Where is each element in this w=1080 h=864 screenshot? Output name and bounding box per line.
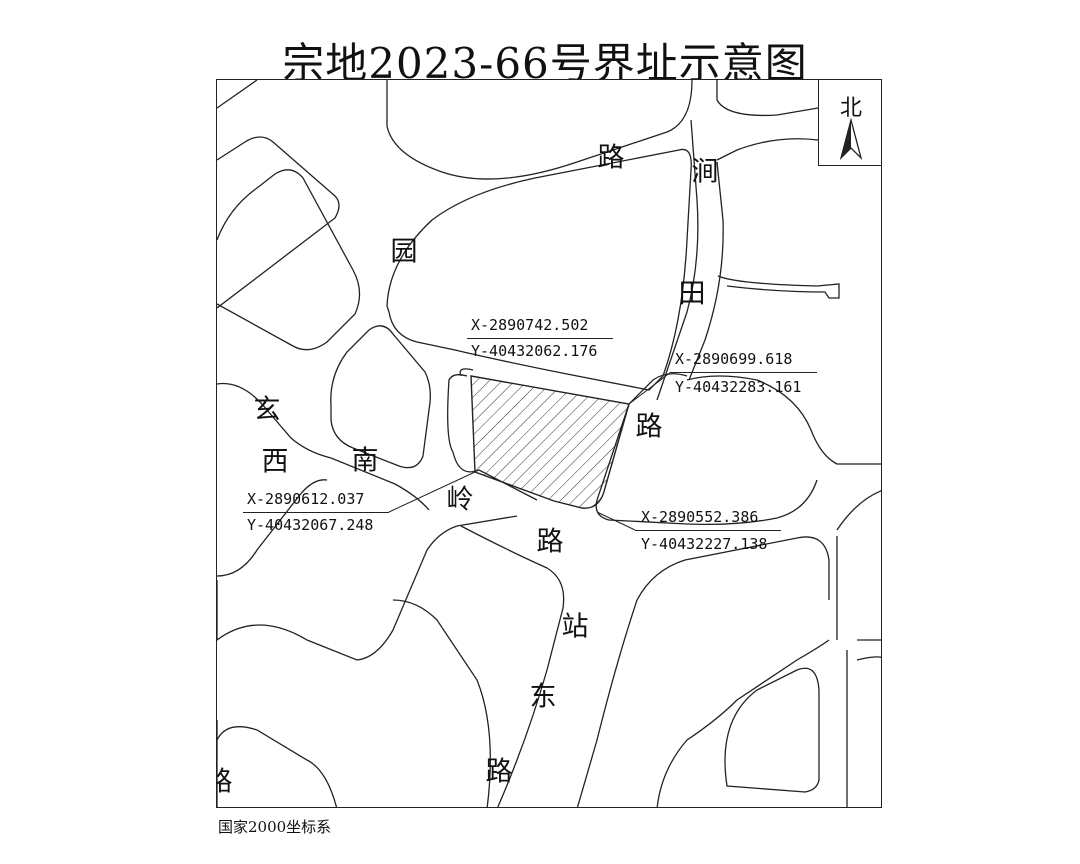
north-label: 北 (839, 96, 862, 121)
vertex-3-x: X-2890552.386 (641, 508, 759, 526)
parcel-2023-66[interactable] (470, 375, 630, 509)
road-nanling-lower (460, 525, 565, 807)
road-jiantian-branch (717, 275, 840, 299)
vertex-1-x: X-2890742.502 (471, 316, 589, 334)
road-label-lu-top: 路 (597, 142, 625, 174)
vertex-1-y: Y-40432062.176 (471, 342, 598, 360)
vertex-4-leader (243, 512, 389, 513)
road-label-dong: 东 (529, 681, 557, 713)
block-bottom-right-2 (724, 667, 820, 793)
road-label-nan: 南 (351, 445, 379, 477)
road-label-jian: 涧 (691, 156, 719, 188)
vertex-3-y: Y-40432227.138 (641, 535, 768, 553)
block-left-big (217, 169, 361, 351)
block-center-north (386, 148, 692, 391)
coordinate-system-label: 国家2000坐标系 (218, 818, 332, 836)
block-bottom-left (217, 720, 338, 807)
vertex-2-x: X-2890699.618 (675, 350, 793, 368)
vertex-4-y: Y-40432067.248 (247, 516, 374, 534)
road-network (217, 80, 881, 807)
map-frame: 园 路 涧 田 路 玄 西 南 岭 路 站 东 路 路 X-2890742.50… (216, 79, 882, 808)
vertex-2-y: Y-40432283.161 (675, 378, 802, 396)
road-label-lu-mid: 路 (536, 526, 564, 558)
road-xixuan-lower (217, 479, 518, 661)
vertex-3-leader (635, 530, 781, 531)
road-nanling-lower-2 (576, 536, 830, 807)
block-parcel-island (447, 368, 538, 501)
road-bottom-center (392, 599, 491, 807)
block-bottom-right (836, 490, 881, 807)
road-label-lu-bottom: 路 (485, 756, 513, 788)
leader-lines (388, 371, 672, 531)
road-label-xuan: 玄 (253, 394, 281, 426)
vertex-2-leader (671, 372, 817, 373)
block-left-mid (330, 325, 431, 469)
block-bottom-right-3 (656, 639, 881, 807)
block-right-mid (686, 375, 881, 465)
vertex-1-leader (467, 338, 613, 339)
road-top-edge-right (716, 80, 819, 161)
map-canvas (217, 80, 881, 807)
road-right-vertical-1 (656, 119, 699, 401)
road-label-lu-right: 路 (635, 411, 663, 443)
road-right-vertical-2 (628, 161, 724, 405)
road-label-tian: 田 (678, 278, 706, 310)
vertex-4-x: X-2890612.037 (247, 490, 365, 508)
block-top-left-upper (217, 80, 258, 109)
north-arrow-icon (839, 118, 863, 161)
road-label-ling: 岭 (446, 484, 474, 516)
road-xixuan-upper (217, 382, 430, 511)
road-label-xi: 西 (261, 446, 289, 478)
road-label-zhan: 站 (561, 611, 589, 643)
block-top-left (217, 136, 340, 309)
road-label-yuan: 园 (390, 236, 418, 268)
north-arrow-box: 北 (818, 80, 881, 166)
road-label-lu-edge: 路 (217, 769, 233, 796)
road-top-edge (386, 80, 693, 180)
